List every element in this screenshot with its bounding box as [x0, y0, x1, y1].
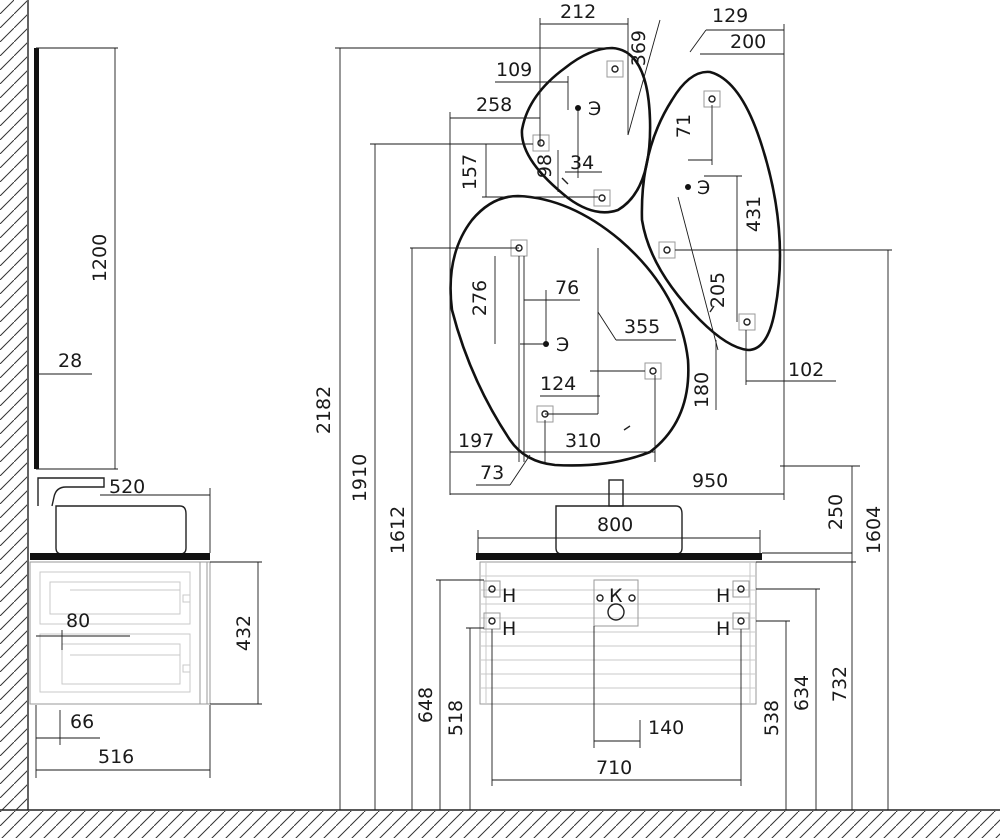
dim-157: 157	[459, 154, 481, 190]
mirror-dims: 212 369 109 258 157 98 34 129 200	[410, 1, 836, 500]
socket-symbol-2: Э	[697, 177, 710, 199]
dim-276: 276	[469, 280, 491, 316]
dim-258: 258	[476, 94, 512, 116]
dim-180: 180	[691, 372, 713, 408]
dim-34: 34	[570, 152, 594, 174]
dim-520: 520	[109, 476, 145, 498]
side-dims: 1200 28 520 432 80 66 516	[35, 47, 262, 778]
basin-side	[55, 505, 187, 555]
socket-symbol-1: Э	[588, 98, 601, 120]
dim-129: 129	[712, 5, 748, 27]
dim-518: 518	[445, 700, 467, 736]
dim-800: 800	[597, 514, 633, 536]
cabinet-front	[479, 561, 757, 705]
dim-516: 516	[98, 746, 134, 768]
dim-1910: 1910	[349, 454, 371, 502]
countertop-side	[30, 553, 210, 560]
faucet-side	[37, 477, 105, 507]
dim-950: 950	[692, 470, 728, 492]
mirror-3	[449, 194, 690, 467]
socket-symbol-3: Э	[556, 334, 569, 356]
countertop-front	[476, 553, 762, 560]
basin-front	[555, 505, 683, 555]
mirror-1	[520, 46, 652, 214]
dim-1604: 1604	[863, 506, 885, 554]
dim-2182: 2182	[313, 386, 335, 434]
floor	[0, 809, 1000, 838]
mounting-points	[510, 60, 756, 423]
dim-98: 98	[534, 154, 556, 178]
dim-369: 369	[628, 30, 650, 66]
mirror-2	[640, 70, 782, 352]
dim-66: 66	[70, 711, 94, 733]
dim-205: 205	[707, 272, 729, 308]
dim-432: 432	[233, 615, 255, 651]
wall	[0, 0, 29, 810]
dim-1200: 1200	[89, 234, 111, 282]
dim-71: 71	[673, 114, 695, 138]
dim-76: 76	[555, 277, 579, 299]
front-dims: 2182 1910 1612 648 518 250 1604 800	[313, 47, 892, 810]
dim-197: 197	[458, 430, 494, 452]
dim-1612: 1612	[387, 506, 409, 554]
dim-310: 310	[565, 430, 601, 452]
dim-710: 710	[596, 757, 632, 779]
dim-732: 732	[829, 666, 851, 702]
faucet-front	[608, 479, 624, 507]
side-view: 1200 28 520 432 80 66 516	[29, 47, 262, 778]
dim-355: 355	[624, 316, 660, 338]
hot-symbol-4: Н	[716, 618, 730, 640]
dim-212: 212	[560, 1, 596, 23]
dim-140: 140	[648, 717, 684, 739]
dim-634: 634	[791, 675, 813, 711]
hot-symbol-2: Н	[502, 618, 516, 640]
hot-symbol-3: Н	[716, 585, 730, 607]
dim-80: 80	[66, 610, 90, 632]
cabinet-side	[29, 561, 211, 705]
dim-538: 538	[761, 700, 783, 736]
dim-124: 124	[540, 373, 576, 395]
mirror-side	[34, 48, 39, 469]
dim-431: 431	[743, 196, 765, 232]
cold-symbol: К	[609, 585, 623, 607]
dim-28: 28	[58, 350, 82, 372]
dim-73: 73	[480, 462, 504, 484]
dim-200: 200	[730, 31, 766, 53]
dim-109: 109	[496, 59, 532, 81]
hot-symbol-1: Н	[502, 585, 516, 607]
dim-250: 250	[825, 494, 847, 530]
front-view: Э Э Э 212 369 109 258 157 98	[313, 1, 892, 810]
dim-102: 102	[788, 359, 824, 381]
dim-648: 648	[415, 687, 437, 723]
